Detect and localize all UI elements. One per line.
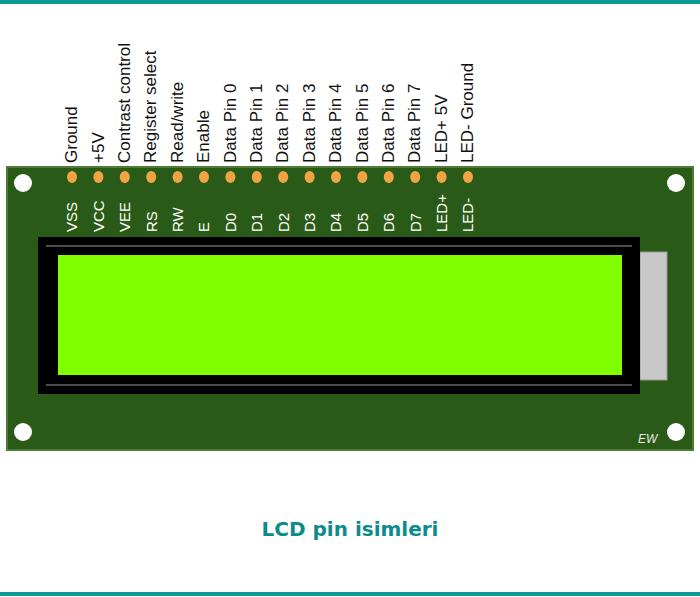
pin-pad	[463, 171, 473, 183]
pin-pad	[305, 171, 315, 183]
mount-hole	[14, 174, 32, 192]
pin-name: RW	[169, 207, 186, 232]
pin-name: E	[195, 222, 212, 232]
pin-description: Data Pin 3	[300, 84, 320, 163]
pin-pad	[331, 171, 341, 183]
pin-pad	[93, 171, 103, 183]
mount-hole	[14, 423, 32, 441]
pin-name: D6	[380, 213, 397, 232]
pin-name: RS	[143, 211, 160, 232]
pin-name: VSS	[63, 202, 80, 232]
figure-caption: LCD pin isimleri	[0, 517, 700, 541]
pin-description: LED+ 5V	[432, 94, 452, 163]
pin-description: LED- Ground	[458, 63, 478, 163]
pin-pad	[384, 171, 394, 183]
lcd-screen	[58, 255, 622, 375]
pin-pad	[410, 171, 420, 183]
pin-description: Data Pin 0	[221, 84, 241, 163]
pin-description: Read/write	[168, 82, 188, 163]
pin-name: D0	[222, 213, 239, 232]
pin-name: VCC	[90, 200, 107, 232]
pin-pad	[199, 171, 209, 183]
pin-name: D3	[301, 213, 318, 232]
pin-pad	[67, 171, 77, 183]
pin-name: LED+	[433, 194, 450, 232]
pin-pad	[173, 171, 183, 183]
pin-name: D2	[275, 213, 292, 232]
pin-pad	[278, 171, 288, 183]
mount-hole	[667, 423, 685, 441]
pin-pad	[357, 171, 367, 183]
pin-pad	[146, 171, 156, 183]
pin-row	[67, 171, 473, 183]
pin-description: Enable	[194, 110, 214, 163]
pin-pad	[252, 171, 262, 183]
lcd-bezel	[38, 237, 640, 394]
pin-name: D1	[248, 213, 265, 232]
pin-name: D7	[407, 213, 424, 232]
bezel-line	[46, 384, 632, 386]
pin-description: Data Pin 1	[247, 84, 267, 163]
pin-description: Data Pin 5	[353, 84, 373, 163]
pin-description: Data Pin 4	[326, 84, 346, 163]
pin-description: Register select	[141, 51, 161, 163]
mount-hole	[667, 174, 685, 192]
top-rule	[0, 0, 700, 4]
flex-connector	[640, 252, 667, 380]
bottom-rule	[0, 592, 700, 596]
pin-description: Data Pin 6	[379, 84, 399, 163]
pin-description: Ground	[62, 106, 82, 163]
pin-description: +5V	[89, 132, 109, 163]
bezel-line	[46, 245, 632, 247]
pin-pad	[120, 171, 130, 183]
watermark: EW	[638, 433, 657, 447]
pin-pad	[437, 171, 447, 183]
pin-description: Data Pin 2	[273, 84, 293, 163]
pin-name: LED-	[459, 198, 476, 232]
pin-pad	[225, 171, 235, 183]
pcb-board	[7, 167, 693, 450]
pin-description: Contrast control	[115, 43, 135, 163]
pin-name: D4	[327, 213, 344, 232]
pin-name: D5	[354, 213, 371, 232]
pin-name: VEE	[116, 202, 133, 232]
pin-description: Data Pin 7	[405, 84, 425, 163]
